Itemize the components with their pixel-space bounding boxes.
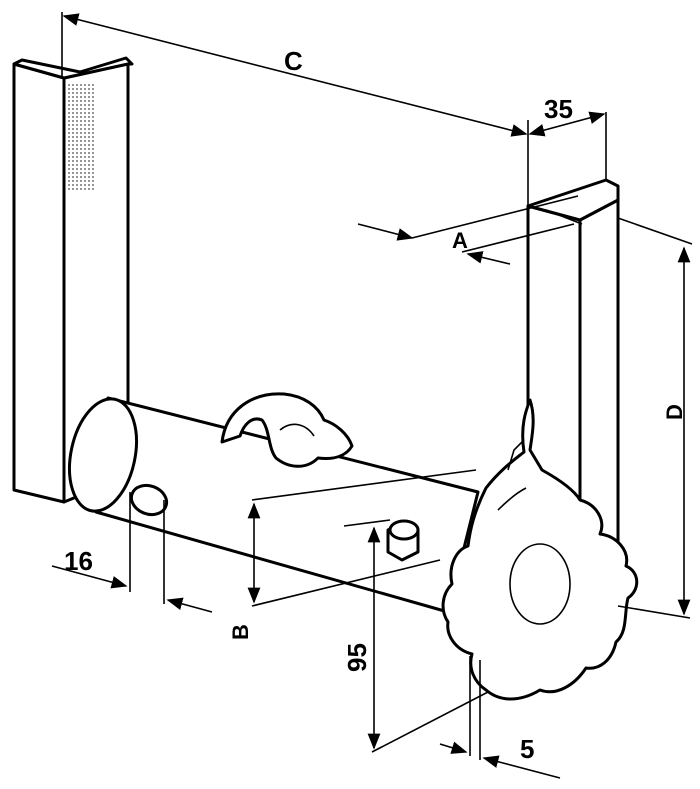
dim-a: A: [357, 195, 579, 265]
ratchet-wheel: [441, 398, 639, 701]
shaft: [68, 396, 480, 614]
shaft-hole: [129, 483, 169, 517]
pin-stub: [386, 519, 420, 562]
left-angle-bracket: [12, 56, 134, 504]
dim-5: 5: [439, 656, 561, 779]
dim-16: 16: [51, 492, 213, 613]
label-95: 95: [342, 643, 372, 672]
dim-b: B: [228, 469, 477, 640]
label-b: B: [228, 624, 253, 640]
label-c: C: [284, 46, 303, 76]
label-5: 5: [520, 734, 534, 764]
dim-35: 35: [528, 94, 607, 180]
label-a: A: [452, 228, 468, 253]
dim-d: D: [617, 217, 693, 619]
label-d: D: [662, 404, 687, 420]
dim-95: 95: [342, 519, 489, 753]
hook-latch: [220, 392, 354, 468]
label-35: 35: [544, 94, 573, 124]
dim-c: C: [61, 12, 529, 206]
label-16: 16: [64, 546, 93, 576]
